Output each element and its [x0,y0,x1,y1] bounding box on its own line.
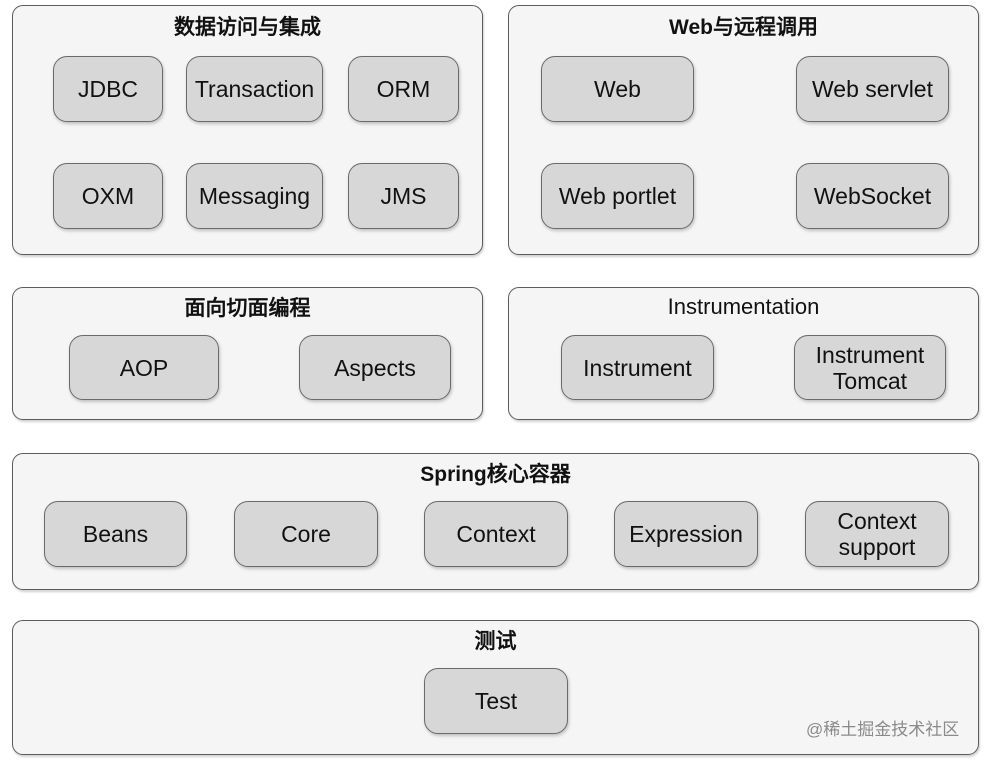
module-instrument-tomcat: Instrument Tomcat [794,335,946,400]
module-web: Web [541,56,694,122]
panel-core-container: Spring核心容器 Beans Core Context Expression… [12,453,979,590]
module-jdbc: JDBC [53,56,163,122]
module-expression: Expression [614,501,758,567]
module-web-portlet: Web portlet [541,163,694,229]
module-test: Test [424,668,568,734]
panel-title: 数据访问与集成 [174,16,321,39]
panel-web-remoting: Web与远程调用 Web Web servlet Web portlet Web… [508,5,979,255]
panel-test: 测试 Test [12,620,979,755]
module-instrument: Instrument [561,335,714,400]
module-context-support: Context support [805,501,949,567]
module-context: Context [424,501,568,567]
panel-aop: 面向切面编程 AOP Aspects [12,287,483,420]
module-websocket: WebSocket [796,163,949,229]
panel-title: Web与远程调用 [669,16,818,39]
panel-title: Spring核心容器 [420,463,571,486]
panel-title: 测试 [474,630,517,653]
module-transaction: Transaction [186,56,323,122]
module-core: Core [234,501,378,567]
module-web-servlet: Web servlet [796,56,949,122]
watermark: @稀土掘金技术社区 [806,720,960,739]
panel-title: Instrumentation [667,294,820,319]
module-oxm: OXM [53,163,163,229]
panel-title: 面向切面编程 [184,297,311,320]
panel-instrumentation: Instrumentation Instrument Instrument To… [508,287,979,420]
module-aspects: Aspects [299,335,451,400]
panel-data-access-integration: 数据访问与集成 JDBC Transaction ORM OXM Messagi… [12,5,483,255]
module-aop: AOP [69,335,219,400]
module-messaging: Messaging [186,163,323,229]
module-jms: JMS [348,163,459,229]
module-orm: ORM [348,56,459,122]
module-beans: Beans [44,501,187,567]
